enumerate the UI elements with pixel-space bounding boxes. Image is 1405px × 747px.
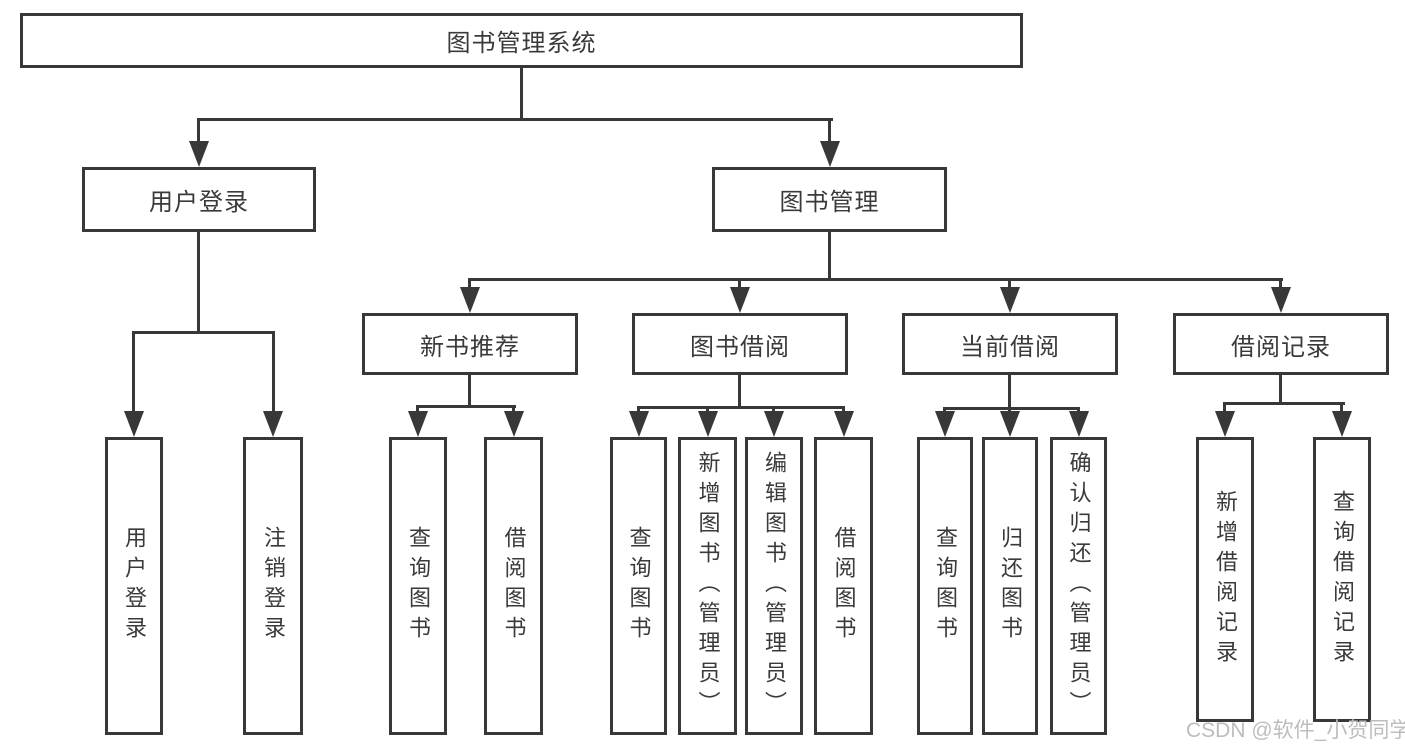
node-borrow-books-leaf: 借阅图书: [814, 437, 873, 735]
connector-records-stem: [1279, 373, 1282, 405]
node-user-login-branch-label: 用户登录: [149, 189, 249, 216]
arrowhead-user-login: [189, 141, 209, 167]
connector-arrow-book-mgmt-shaft: [828, 118, 831, 144]
connector-borrow-rail: [637, 406, 845, 409]
arrowhead-c2: [698, 411, 718, 437]
connector-book-mgmt-stem: [828, 232, 831, 280]
node-borrow-records: 借阅记录: [1173, 313, 1389, 375]
node-query-books-recommend-label: 查询图书: [406, 526, 431, 646]
connector-arrow-c4-shaft: [842, 406, 845, 413]
connector-recommend-rail: [416, 405, 516, 408]
node-confirm-return-admin: 确认归还（管理员）: [1050, 437, 1107, 735]
node-query-borrow-record: 查询借阅记录: [1313, 437, 1371, 722]
connector-root-rail: [197, 118, 833, 121]
node-logout-leaf: 注销登录: [243, 437, 303, 735]
arrowhead-d1: [935, 411, 955, 437]
connector-current-stem: [1008, 373, 1011, 409]
node-query-books-current-label: 查询图书: [933, 526, 958, 646]
connector-arrow-logout-shaft: [272, 331, 275, 413]
node-borrow-books-recommend: 借阅图书: [484, 437, 543, 735]
node-confirm-return-admin-label: 确认归还（管理员）: [1066, 451, 1092, 721]
node-add-book-admin-label: 新增图书（管理员）: [695, 451, 721, 721]
node-library-system: 图书管理系统: [20, 13, 1023, 68]
connector-arrow-d2-shaft: [1008, 407, 1011, 413]
node-book-management-label: 图书管理: [779, 189, 880, 216]
node-query-books-current: 查询图书: [917, 437, 973, 735]
arrowhead-c1: [629, 411, 649, 437]
connector-arrow-c2-shaft: [706, 406, 709, 413]
node-new-book-recommend: 新书推荐: [362, 313, 578, 375]
connector-arrow-login-leaf-shaft: [132, 331, 135, 413]
watermark: CSDN @软件_小贺同学: [1186, 719, 1405, 742]
node-query-books-borrow-label: 查询图书: [626, 526, 652, 646]
connector-arrow-c3-shaft: [772, 406, 775, 413]
connector-arrow-b1-shaft: [416, 405, 419, 413]
node-query-books-recommend: 查询图书: [389, 437, 447, 735]
node-return-book-label: 归还图书: [998, 526, 1023, 646]
connector-records-rail: [1223, 402, 1345, 405]
connector-arrow-e2-shaft: [1340, 402, 1343, 413]
connector-current-rail: [943, 407, 1080, 410]
arrowhead-borrow: [730, 287, 750, 313]
node-borrow-records-label: 借阅记录: [1231, 333, 1331, 361]
node-edit-book-admin-label: 编辑图书（管理员）: [762, 451, 787, 721]
connector-book-mgmt-rail: [468, 278, 1283, 281]
connector-arrow-b2-shaft: [512, 405, 515, 413]
node-book-borrow: 图书借阅: [632, 313, 848, 375]
arrowhead-e1: [1215, 411, 1235, 437]
arrowhead-logout: [263, 411, 283, 437]
arrowhead-recommend: [460, 287, 480, 313]
arrowhead-e2: [1332, 411, 1352, 437]
arrowhead-d2: [1000, 411, 1020, 437]
connector-arrow-d1-shaft: [943, 407, 946, 413]
node-user-login-leaf-label: 用户登录: [122, 526, 147, 646]
connector-arrow-d3-shaft: [1077, 407, 1080, 413]
node-query-books-borrow: 查询图书: [610, 437, 667, 735]
arrowhead-book-mgmt: [820, 141, 840, 167]
node-borrow-books-leaf-label: 借阅图书: [831, 526, 857, 646]
connector-arrow-c1-shaft: [637, 406, 640, 413]
node-new-book-recommend-label: 新书推荐: [420, 333, 520, 361]
arrowhead-c4: [834, 411, 854, 437]
connector-arrow-e1-shaft: [1223, 402, 1226, 413]
node-logout-leaf-label: 注销登录: [261, 526, 286, 646]
connector-borrow-stem: [738, 373, 741, 409]
node-current-borrow-label: 当前借阅: [960, 333, 1060, 361]
node-query-borrow-record-label: 查询借阅记录: [1330, 489, 1355, 670]
node-book-management: 图书管理: [712, 167, 947, 232]
connector-arrow-current-shaft: [1008, 278, 1011, 290]
arrowhead-d3: [1069, 411, 1089, 437]
node-add-borrow-record-label: 新增借阅记录: [1213, 489, 1238, 670]
node-return-book: 归还图书: [982, 437, 1038, 735]
arrowhead-c3: [764, 411, 784, 437]
node-user-login-leaf: 用户登录: [105, 437, 163, 735]
connector-user-login-rail: [132, 331, 275, 334]
connector-root-stem: [520, 66, 523, 121]
arrowhead-current: [1000, 287, 1020, 313]
arrowhead-login-leaf: [124, 411, 144, 437]
connector-user-login-stem: [197, 232, 200, 333]
connector-arrow-user-login-shaft: [197, 118, 200, 144]
arrowhead-b2: [504, 411, 524, 437]
node-edit-book-admin: 编辑图书（管理员）: [745, 437, 803, 735]
node-current-borrow: 当前借阅: [902, 313, 1118, 375]
connector-arrow-recommend-shaft: [468, 278, 471, 290]
node-borrow-books-recommend-label: 借阅图书: [501, 526, 527, 646]
arrowhead-records: [1271, 287, 1291, 313]
node-add-borrow-record: 新增借阅记录: [1196, 437, 1254, 722]
connector-arrow-records-shaft: [1279, 278, 1282, 290]
arrowhead-b1: [408, 411, 428, 437]
node-book-borrow-label: 图书借阅: [690, 333, 790, 361]
node-add-book-admin: 新增图书（管理员）: [678, 437, 737, 735]
node-library-system-label: 图书管理系统: [446, 30, 597, 57]
node-user-login-branch: 用户登录: [82, 167, 316, 232]
connector-arrow-borrow-shaft: [738, 278, 741, 290]
connector-recommend-stem: [468, 373, 471, 408]
